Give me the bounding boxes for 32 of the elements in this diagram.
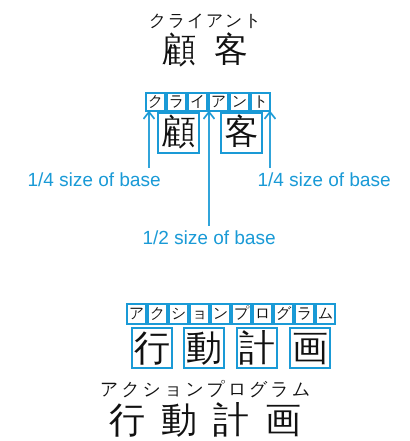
character-box: イ	[187, 92, 208, 112]
character-box: 計	[236, 327, 278, 369]
character-box: 顧	[157, 112, 200, 154]
annotation-text: 1/4 size of base	[8, 168, 180, 192]
ruby-text: クライアント	[149, 12, 263, 29]
character-box: ョ	[189, 303, 210, 325]
character-box: 画	[289, 327, 331, 369]
arrow	[142, 111, 156, 168]
character-box: シ	[168, 303, 189, 325]
character-box: ン	[210, 303, 231, 325]
character-box: ア	[208, 92, 229, 112]
character-box: ア	[126, 303, 147, 325]
character-box: ト	[250, 92, 271, 112]
character-box: プ	[231, 303, 252, 325]
character-box: ン	[229, 92, 250, 112]
character-box: ラ	[294, 303, 315, 325]
base-text: 顧客	[162, 34, 266, 68]
character-box: ロ	[252, 303, 273, 325]
character-box: ク	[145, 92, 166, 112]
character-box: 行	[131, 327, 173, 369]
base-text: 行動計画	[109, 402, 317, 438]
character-box: グ	[273, 303, 294, 325]
character-box: 客	[220, 112, 263, 154]
character-box: ム	[315, 303, 336, 325]
character-box: 動	[183, 327, 225, 369]
arrow	[264, 111, 276, 168]
annotation-text: 1/2 size of base	[122, 226, 296, 250]
arrow	[202, 111, 216, 226]
character-box: ラ	[166, 92, 187, 112]
ruby-text: アクションプログラム	[100, 380, 314, 398]
annotation-text: 1/4 size of base	[238, 168, 410, 192]
character-box: ク	[147, 303, 168, 325]
